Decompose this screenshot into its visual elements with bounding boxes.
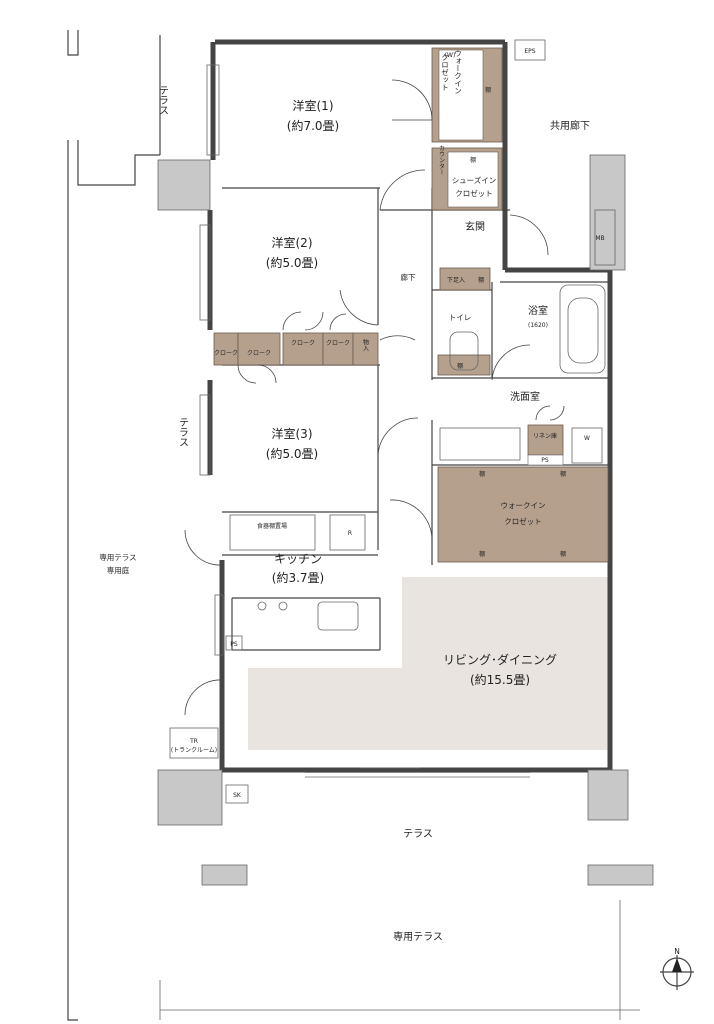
shoe-closet-line2: クロゼット [455, 188, 493, 198]
bath-size: (1620) [528, 322, 548, 329]
wic-top-line2: クロゼット [440, 53, 449, 91]
w-label: W [584, 435, 590, 442]
private-terrace-bottom: 専用テラス [393, 931, 443, 943]
toilet-name: トイレ [449, 313, 472, 322]
storage-in-label: 物入 [362, 338, 369, 351]
cloak-row [213, 332, 379, 366]
tr-label-1: TR [189, 738, 198, 745]
kitchen-name: キッチン [274, 552, 322, 566]
window-frames [199, 64, 530, 778]
hallway-name: 廊下 [401, 272, 416, 282]
western-room-1-name: 洋室(1) [293, 98, 334, 113]
linen-label: リネン庫 [533, 432, 557, 440]
shared-corridor: 共用廊下 [550, 119, 590, 132]
washroom-name: 洗面室 [510, 390, 540, 403]
bathroom-fixtures [169, 39, 616, 804]
shelf-label-8: 棚 [457, 362, 463, 370]
western-room-3-size: (約5.0畳) [266, 446, 318, 461]
cloak-label-2: クローク [247, 350, 271, 357]
shelf-label-6: 棚 [479, 550, 485, 558]
entrance-name: 玄関 [465, 220, 485, 233]
compass [660, 955, 694, 990]
walk-in-closet-bottom [437, 354, 609, 563]
counter-label: カウンター [438, 145, 445, 175]
doors [184, 79, 565, 716]
shoe-box-label: 下足入 [447, 277, 465, 284]
western-room-1-size: (約7.0畳) [287, 118, 339, 133]
wic-top-line1: ウォークイン [453, 49, 462, 94]
shelf-label-1: 棚 [485, 86, 491, 94]
western-room-2-name: 洋室(2) [272, 235, 313, 250]
cloak-label-3: クローク [291, 340, 315, 347]
shelf-label-2: 棚 [470, 156, 476, 164]
living-dining-name: リビング･ダイニング [443, 652, 557, 667]
living-dining-size: (約15.5畳) [470, 672, 530, 687]
private-terrace-left-1: 専用テラス [99, 552, 136, 562]
shelf-label-5: 棚 [560, 470, 566, 478]
shelf-label-7: 棚 [560, 550, 566, 558]
sk-label: SK [233, 792, 242, 799]
wic-bottom-line2: クロゼット [504, 516, 542, 526]
kitchen-storage-label: 食器棚置場 [257, 522, 287, 530]
w-mark-top: (W) [445, 52, 456, 59]
cloak-label-1: クローク [214, 350, 238, 357]
living-floor [248, 577, 608, 750]
shoe-closet-line1: シューズイン [452, 175, 497, 185]
western-room-2-size: (約5.0畳) [266, 255, 318, 270]
walk-in-closet-top [431, 47, 503, 291]
outer-boundary [67, 30, 640, 1021]
compass-north-label: N [674, 947, 680, 956]
columns [157, 154, 654, 886]
terrace-bottom: テラス [403, 828, 433, 840]
terrace-top-left: テラス [157, 85, 168, 115]
eps-label: EPS [524, 48, 535, 55]
tr-label-2: (トランクルーム) [171, 747, 217, 754]
ps-label-2: PS [230, 641, 238, 648]
wic-bottom-line1: ウォークイン [501, 501, 546, 510]
mb-label: MB [595, 235, 604, 242]
walls [207, 39, 613, 780]
kitchen-size: (約3.7畳) [272, 570, 324, 585]
western-room-3-name: 洋室(3) [272, 426, 313, 441]
ps-label-1: PS [541, 457, 549, 464]
fridge-label: R [348, 530, 352, 537]
private-terrace-left-2: 専用庭 [107, 565, 130, 575]
bath-name: 浴室 [528, 304, 548, 317]
shelf-label-4: 棚 [479, 470, 485, 478]
shelf-label-3: 棚 [478, 276, 484, 284]
terrace-left-mid: テラス [177, 417, 188, 447]
cloak-label-4: クローク [326, 340, 350, 347]
